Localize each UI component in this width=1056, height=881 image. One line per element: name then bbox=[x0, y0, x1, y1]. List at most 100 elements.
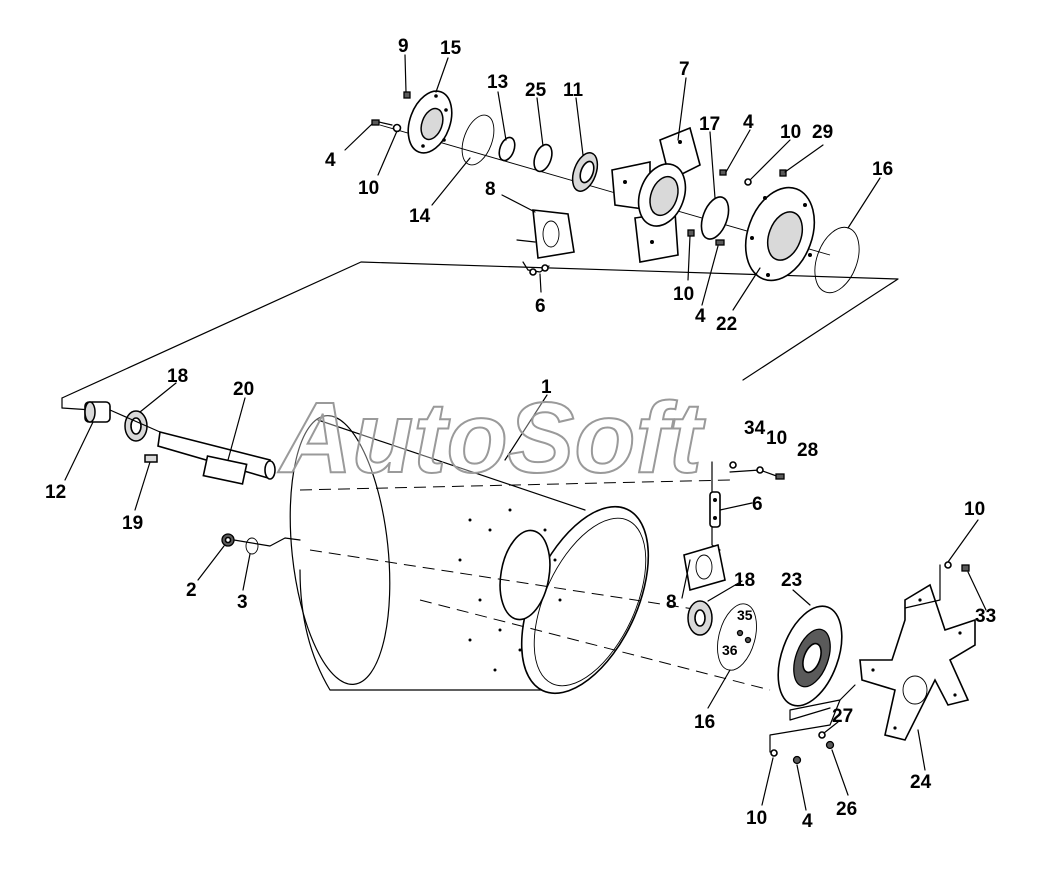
callout-4: 4 bbox=[695, 306, 706, 327]
callout-22: 22 bbox=[716, 314, 737, 335]
part-16-oring bbox=[717, 603, 757, 671]
callout-15: 15 bbox=[440, 38, 462, 59]
callout-33: 33 bbox=[975, 606, 996, 627]
callout-3: 3 bbox=[237, 592, 248, 613]
callout-26: 26 bbox=[836, 799, 857, 820]
part-14-oring bbox=[461, 114, 495, 166]
part-27-washer bbox=[818, 731, 826, 739]
callout-10: 10 bbox=[358, 178, 379, 199]
part-11-seal bbox=[571, 152, 599, 192]
callout-10: 10 bbox=[746, 808, 767, 829]
callout-17: 17 bbox=[699, 114, 720, 135]
callout-10: 10 bbox=[673, 284, 694, 305]
callout-18: 18 bbox=[167, 366, 188, 387]
callout-1: 1 bbox=[541, 377, 552, 398]
callout-16: 16 bbox=[872, 159, 893, 180]
callout-6: 6 bbox=[535, 296, 546, 317]
callout-36: 36 bbox=[722, 642, 738, 658]
callout-27: 27 bbox=[832, 706, 853, 727]
watermark: AutoSoft bbox=[277, 382, 706, 494]
part-10-washer bbox=[944, 561, 952, 569]
part-18-bearing bbox=[687, 600, 713, 636]
callout-4: 4 bbox=[743, 112, 754, 133]
part-1-drum-front-inner bbox=[533, 517, 647, 687]
callout-24: 24 bbox=[910, 772, 932, 793]
drum-axis-line bbox=[299, 479, 731, 491]
callout-4: 4 bbox=[802, 811, 813, 832]
part-24-spider bbox=[859, 583, 976, 741]
callout-34: 34 bbox=[744, 418, 766, 439]
part-17-ring bbox=[700, 196, 730, 240]
part-3-washer bbox=[245, 537, 259, 555]
drum-axis-line bbox=[419, 599, 771, 691]
callout-13: 13 bbox=[487, 72, 508, 93]
part-1-drum-body bbox=[299, 419, 586, 691]
callout-7: 7 bbox=[679, 59, 690, 80]
part-19-key bbox=[144, 454, 158, 463]
leader-line bbox=[233, 537, 301, 547]
part-10-washer bbox=[687, 229, 695, 237]
part-1-drum-perforations bbox=[458, 508, 562, 672]
part-4-bolt bbox=[719, 169, 727, 176]
part-16-oring bbox=[814, 226, 860, 294]
part-28-screw bbox=[775, 473, 785, 480]
callout-10: 10 bbox=[964, 499, 985, 520]
callout-10: 10 bbox=[780, 122, 801, 143]
part-10-washer bbox=[756, 466, 764, 474]
callout-4: 4 bbox=[325, 150, 336, 171]
callout-labels: 9 15 13 25 11 7 17 4 10 29 16 4 10 14 8 … bbox=[45, 36, 996, 832]
leader-line bbox=[109, 409, 161, 433]
part-23-hub bbox=[777, 605, 843, 707]
part-8-plate bbox=[516, 209, 575, 273]
callout-28: 28 bbox=[797, 440, 818, 461]
drum-axis-line bbox=[309, 549, 701, 611]
part-33-screw bbox=[961, 564, 970, 572]
part-22-housing bbox=[744, 186, 816, 282]
part-15-flange bbox=[407, 90, 453, 154]
part-4-bolt bbox=[371, 119, 393, 126]
part-4-bolt bbox=[715, 239, 725, 246]
callout-6: 6 bbox=[752, 494, 763, 515]
part-1-drum-back-rim bbox=[289, 415, 391, 685]
callout-8: 8 bbox=[666, 592, 677, 613]
part-6-clip bbox=[529, 264, 549, 276]
part-35-screw bbox=[736, 629, 744, 637]
lower-bracket-outline bbox=[769, 699, 841, 753]
leader-lines bbox=[64, 54, 987, 811]
upper-assembly-outline bbox=[61, 261, 899, 399]
callout-25: 25 bbox=[525, 80, 547, 101]
callout-12: 12 bbox=[45, 482, 66, 503]
callout-35: 35 bbox=[737, 607, 753, 623]
callout-10: 10 bbox=[766, 428, 787, 449]
lower-bracket-outline bbox=[789, 684, 856, 721]
callout-9: 9 bbox=[398, 36, 409, 57]
callout-23: 23 bbox=[781, 570, 802, 591]
part-26-screw bbox=[825, 740, 835, 750]
part-8-plate bbox=[683, 543, 726, 592]
callout-11: 11 bbox=[563, 80, 584, 101]
part-20-shaft bbox=[157, 431, 276, 485]
part-25-ring bbox=[533, 143, 553, 173]
callout-16: 16 bbox=[694, 712, 715, 733]
part-10-washer bbox=[770, 749, 778, 757]
part-12-bushing bbox=[84, 401, 111, 423]
part-6-clip bbox=[709, 491, 721, 528]
part-13-ring bbox=[498, 136, 516, 162]
callout-20: 20 bbox=[233, 379, 254, 400]
part-2-nut bbox=[221, 533, 235, 547]
part-1-drum-hub bbox=[499, 529, 551, 621]
part-4-bolt bbox=[792, 755, 802, 765]
callout-19: 19 bbox=[122, 513, 143, 534]
callout-29: 29 bbox=[812, 122, 833, 143]
part-10-washer bbox=[744, 178, 752, 186]
right-bracket-outline bbox=[904, 564, 941, 609]
part-34-washer bbox=[729, 461, 737, 469]
part-7-bracket bbox=[611, 126, 701, 263]
part-29-screw bbox=[779, 169, 787, 177]
part-18-bearing bbox=[124, 410, 148, 442]
callout-8: 8 bbox=[485, 179, 496, 200]
callout-14: 14 bbox=[409, 206, 431, 227]
part-9-screw bbox=[403, 91, 411, 99]
callout-18: 18 bbox=[734, 570, 755, 591]
